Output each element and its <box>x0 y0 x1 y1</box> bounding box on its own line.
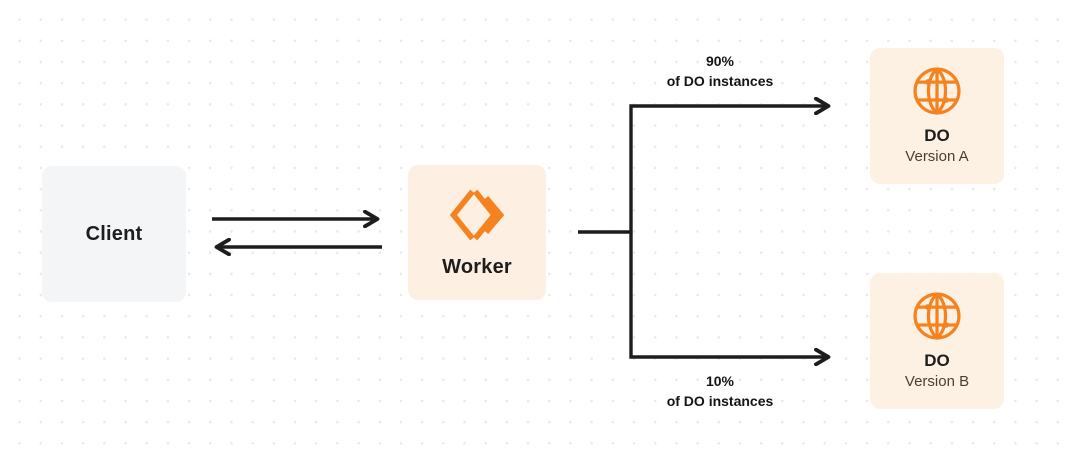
node-do-a-label: DO <box>924 126 950 146</box>
node-worker-label: Worker <box>442 256 512 278</box>
node-worker: Worker <box>408 165 546 300</box>
edge-label-do-b-description: of DO instances <box>666 392 774 409</box>
edge-worker-to-do-a <box>629 106 827 232</box>
cloudflare-workers-icon <box>448 186 506 244</box>
edge-label-do-a: 90% of DO instances <box>622 52 818 92</box>
node-do-a-sublabel: Version A <box>905 147 969 165</box>
edge-worker-to-do-b <box>629 232 827 357</box>
globe-icon <box>911 290 963 342</box>
node-do-version-b: DO Version B <box>870 273 1004 409</box>
node-do-b-label: DO <box>924 351 950 371</box>
edge-label-do-b: 10% of DO instances <box>622 372 818 412</box>
node-do-b-sublabel: Version B <box>904 372 970 390</box>
edge-label-do-a-description: of DO instances <box>666 72 774 89</box>
edge-label-do-b-percent: 10% <box>705 373 735 389</box>
node-do-version-a: DO Version A <box>870 48 1004 184</box>
node-client: Client <box>42 166 186 302</box>
edge-label-do-a-percent: 90% <box>705 53 735 69</box>
globe-icon <box>911 65 963 117</box>
node-client-label: Client <box>85 222 143 245</box>
